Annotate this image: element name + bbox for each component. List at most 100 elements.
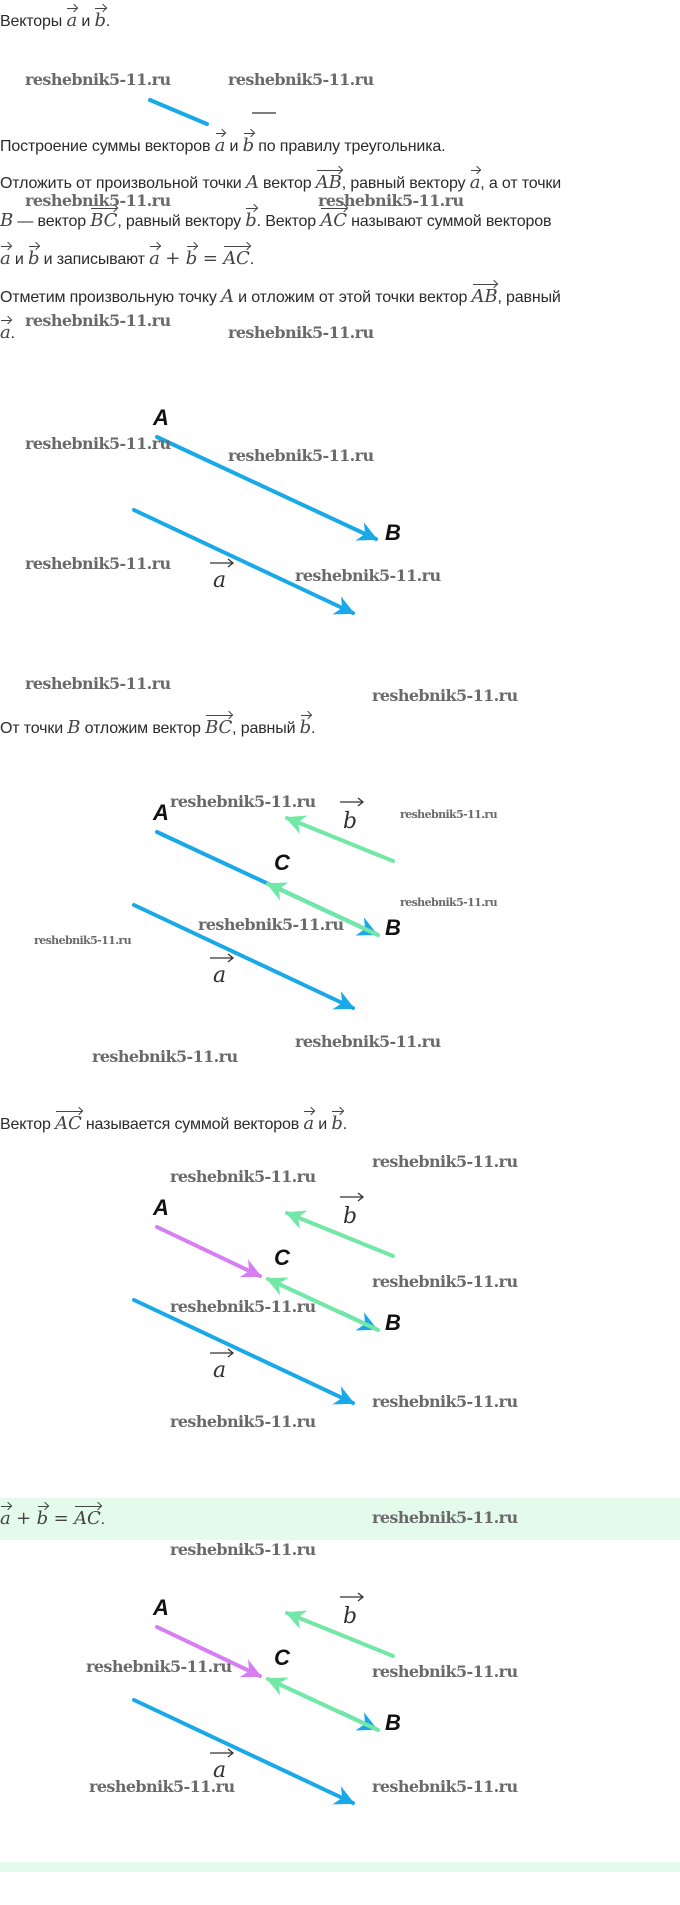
text-segment: , равный вектору <box>117 213 246 230</box>
step3-text: Вектор AC называется суммой векторов a и… <box>0 1109 347 1139</box>
text-segment: . <box>105 13 111 30</box>
text-segment: Отложить от произвольной точки <box>0 175 246 192</box>
text-segment: отложим вектор <box>80 720 206 737</box>
point-a-label: A <box>152 1195 169 1220</box>
vector-notation: BC <box>90 206 117 232</box>
watermark: reshebnik5-11.ru <box>25 434 171 453</box>
text-segment: . <box>311 720 316 737</box>
math-operator: = <box>48 1508 75 1529</box>
vector-b-label: b <box>343 1604 357 1629</box>
text-segment: . Вектор <box>256 213 321 230</box>
watermark: reshebnik5-11.ru <box>295 1032 441 1051</box>
point-variable: B <box>0 210 14 231</box>
diagram-result: A C B b a <box>132 1592 401 1805</box>
formula-line: a + b = AC. <box>0 1504 105 1534</box>
vector-ac <box>155 1625 262 1678</box>
watermark: reshebnik5-11.ru <box>228 323 374 342</box>
vector-a <box>132 903 355 1010</box>
watermark: reshebnik5-11.ru <box>228 446 374 465</box>
math-operator: + <box>10 1508 37 1529</box>
point-b-label: B <box>385 520 401 545</box>
vector-notation: a <box>470 168 480 194</box>
text-segment: . <box>100 1511 105 1528</box>
vector-b-label: b <box>343 1204 357 1229</box>
vector-notation: AB <box>316 168 342 194</box>
vector-a <box>132 1698 355 1805</box>
vector-notation: a <box>215 131 225 157</box>
text-segment: От точки <box>0 720 68 737</box>
vector-bc <box>266 1677 380 1732</box>
vector-ac <box>155 1225 262 1278</box>
vector-a-arrowhead-icon <box>227 558 235 568</box>
section-heading: Построение суммы векторов a и b по прави… <box>0 131 446 161</box>
watermark: reshebnik5-11.ru <box>86 1657 232 1676</box>
vector-notation: b <box>37 1504 49 1530</box>
text-segment: . <box>342 1116 348 1133</box>
text-segment: , равный вектору <box>341 175 470 192</box>
watermark: reshebnik5-11.ru <box>170 1540 316 1559</box>
vector-a <box>132 1298 355 1405</box>
text-segment: . <box>10 325 15 342</box>
vector-ab <box>155 435 378 541</box>
vector-notation: AC <box>55 1109 83 1135</box>
watermark: reshebnik5-11.ru <box>170 792 316 811</box>
vector-notation: b <box>186 244 198 270</box>
vector-notation: a <box>149 244 160 270</box>
vector-a-label: a <box>213 1358 226 1383</box>
point-b-label: B <box>385 1310 401 1335</box>
watermark: reshebnik5-11.ru <box>89 1777 235 1796</box>
watermark: reshebnik5-11.ru <box>25 191 171 210</box>
diagram-step3: A C B b a <box>132 1192 401 1405</box>
watermark: reshebnik5-11.ru <box>170 1412 316 1431</box>
point-a-label: A <box>152 405 169 430</box>
text-segment: Отметим произвольную точку <box>0 289 222 306</box>
math-operator: = <box>197 248 224 269</box>
vector-notation: b <box>94 6 107 32</box>
text-segment: называется суммой векторов <box>81 1116 304 1133</box>
vector-a-label: a <box>213 568 226 593</box>
vector-notation: a <box>0 1504 11 1530</box>
vector-notation: b <box>243 131 255 157</box>
text-segment: вектор <box>258 175 316 192</box>
text-segment: и <box>77 13 95 30</box>
watermark: reshebnik5-11.ru <box>400 808 498 821</box>
text-segment: . <box>249 251 254 268</box>
step1-text-line-1: Отметим произвольную точку A и отложим о… <box>0 282 561 312</box>
text-segment: по правилу треугольника. <box>253 138 446 155</box>
vector-b <box>285 815 395 863</box>
point-b-label: B <box>385 1710 401 1735</box>
point-c-label: C <box>274 850 291 875</box>
text-segment: Векторы <box>0 13 67 30</box>
watermark: reshebnik5-11.ru <box>372 1392 518 1411</box>
watermark: reshebnik5-11.ru <box>372 1508 518 1527</box>
point-variable: A <box>221 286 234 307</box>
vector-notation: b <box>245 206 258 232</box>
vector-notation: a <box>0 318 11 344</box>
vector-notation: b <box>300 713 312 739</box>
vector-notation: AB <box>472 282 498 308</box>
point-c-label: C <box>274 1245 291 1270</box>
point-a-label: A <box>152 1595 169 1620</box>
vector-notation: BC <box>205 713 232 739</box>
watermark: reshebnik5-11.ru <box>372 1272 518 1291</box>
point-a-label: A <box>152 800 169 825</box>
text-segment: и отложим от этой точки вектор <box>233 289 472 306</box>
watermark: reshebnik5-11.ru <box>318 191 464 210</box>
text-segment: — вектор <box>13 213 91 230</box>
vector-notation: AC <box>74 1504 102 1530</box>
text-segment: и записывают <box>39 251 150 268</box>
text-segment: и <box>10 251 28 268</box>
vector-notation: AC <box>320 206 348 232</box>
vector-notation: a <box>303 1109 314 1135</box>
math-operator: + <box>159 248 186 269</box>
vector-b <box>285 1610 395 1658</box>
point-b-label: B <box>385 915 401 940</box>
vector-notation: b <box>331 1109 344 1135</box>
watermark: reshebnik5-11.ru <box>372 1152 518 1171</box>
diagram-vectors-partial <box>148 98 276 126</box>
vector-a-label: a <box>213 1758 226 1783</box>
intro-vectors-line: Векторы a и b. <box>0 6 110 36</box>
watermark: reshebnik5-11.ru <box>34 934 132 947</box>
watermark: reshebnik5-11.ru <box>25 674 171 693</box>
watermark: reshebnik5-11.ru <box>25 554 171 573</box>
